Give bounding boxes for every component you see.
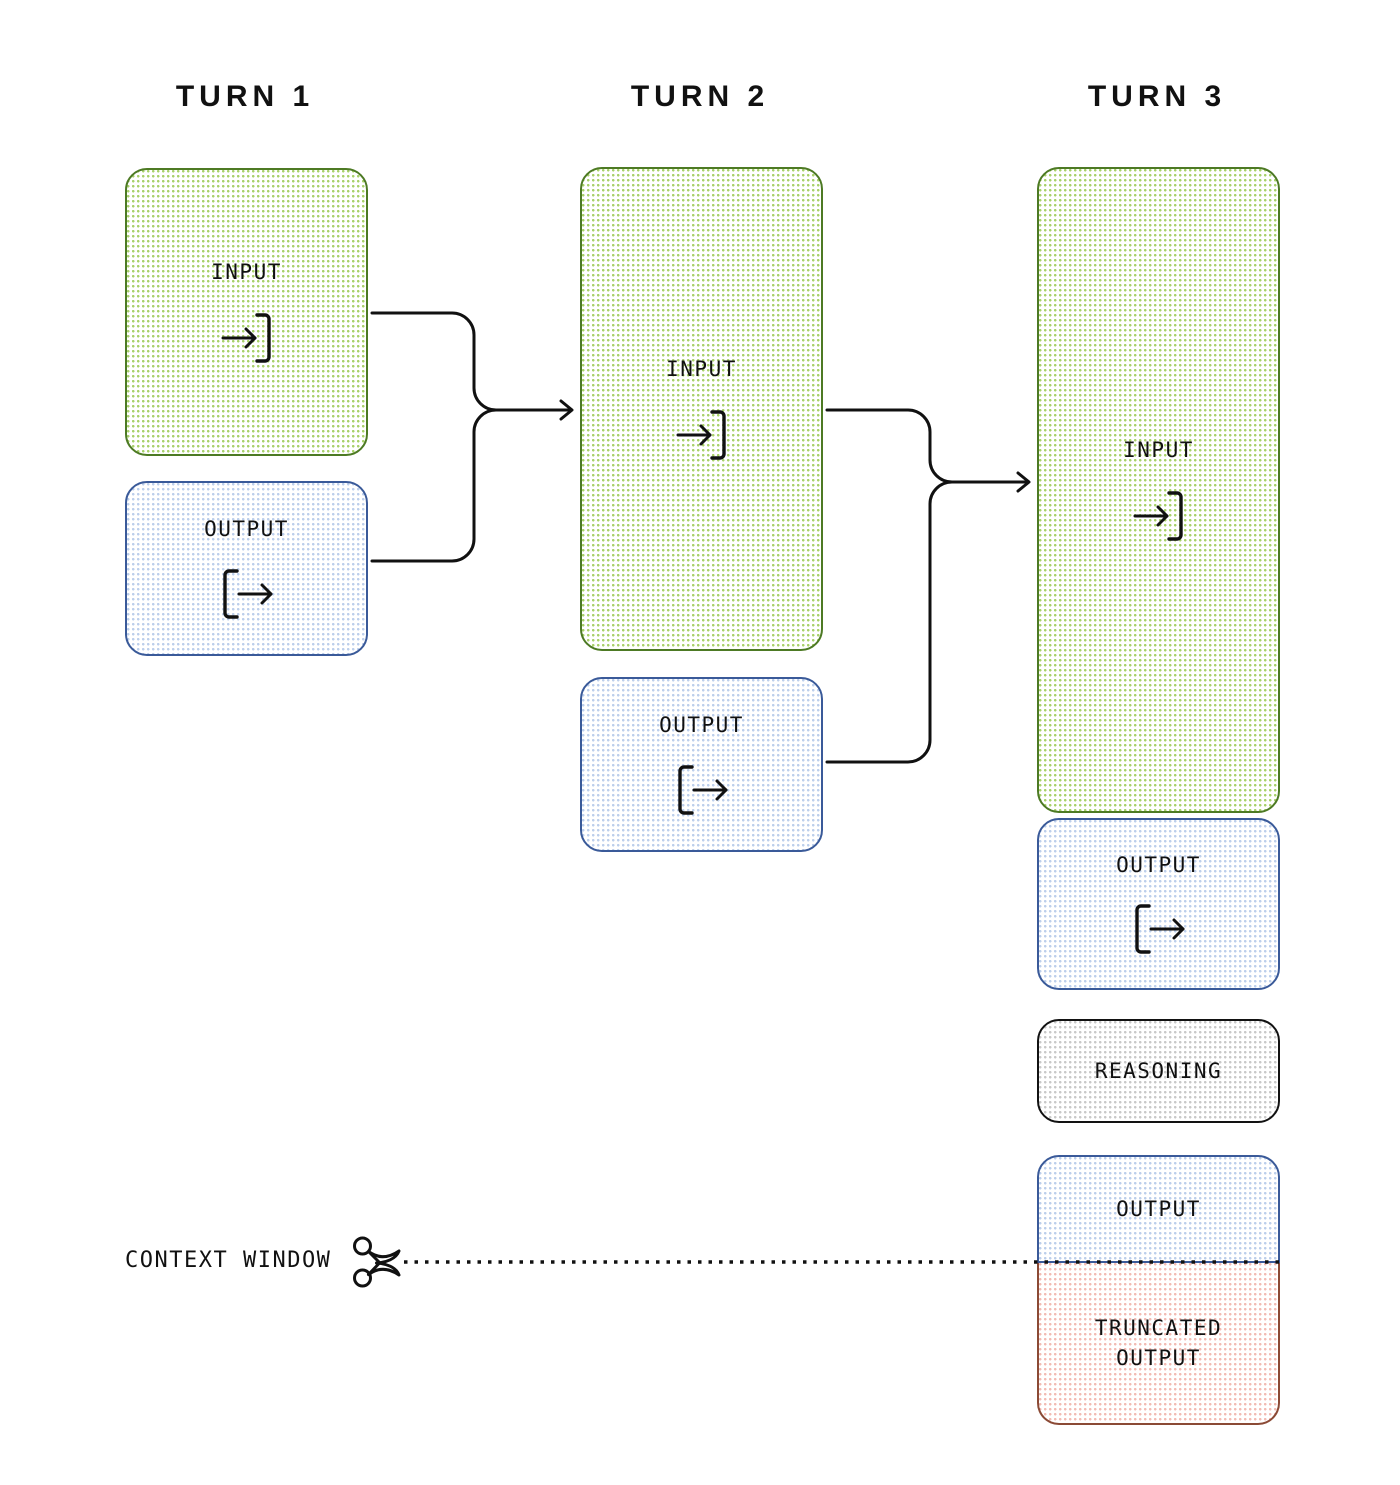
turn3-truncated-output-label: TRUNCATED OUTPUT [1094,1315,1223,1370]
bracket-out-arrow-icon [1131,900,1187,958]
arrowhead-turn3 [1016,471,1031,493]
turn3-input-box[interactable]: INPUT [1037,167,1280,813]
turn3-output-box[interactable]: OUTPUT [1037,818,1280,990]
turn1-input-label: INPUT [211,259,282,284]
turn2-output-box[interactable]: OUTPUT [580,677,823,852]
turn3-output-label: OUTPUT [1116,852,1201,877]
turn1-output-box[interactable]: OUTPUT [125,481,368,656]
bracket-out-arrow-icon [219,565,275,623]
connector-turn2-input-to-turn3 [825,408,1029,484]
context-window-label: CONTEXT WINDOW [125,1248,332,1273]
turn3-reasoning-label: REASONING [1094,1058,1223,1083]
turn-3-heading: TURN 3 [1087,80,1227,113]
turn2-input-label: INPUT [666,356,737,381]
arrow-into-bracket-icon [1131,487,1187,545]
turn1-output-label: OUTPUT [204,517,289,542]
turn1-input-box[interactable]: INPUT [125,168,368,456]
turn2-input-box[interactable]: INPUT [580,167,823,651]
turn3-input-label: INPUT [1123,437,1194,462]
turn3-output-truncated-top[interactable]: OUTPUT [1037,1155,1280,1263]
connector-turn1-input-to-turn2 [370,311,572,412]
turn2-output-label: OUTPUT [659,713,744,738]
turn3-output2-label: OUTPUT [1116,1196,1201,1221]
arrow-into-bracket-icon [219,309,275,367]
bracket-out-arrow-icon [674,761,730,819]
arrow-into-bracket-icon [674,406,730,464]
connector-turn1-output-to-turn2 [370,408,572,563]
turn-1-heading: TURN 1 [175,80,315,113]
turn3-truncated-split-box[interactable]: OUTPUT TRUNCATED OUTPUT [1037,1155,1280,1425]
scissors-icon [352,1234,404,1298]
turn-2-heading: TURN 2 [630,80,770,113]
arrowhead-turn2 [559,399,574,421]
turn3-truncated-output-section[interactable]: TRUNCATED OUTPUT [1037,1263,1280,1425]
connector-turn2-output-to-turn3 [825,480,1029,764]
turn3-reasoning-box[interactable]: REASONING [1037,1019,1280,1123]
